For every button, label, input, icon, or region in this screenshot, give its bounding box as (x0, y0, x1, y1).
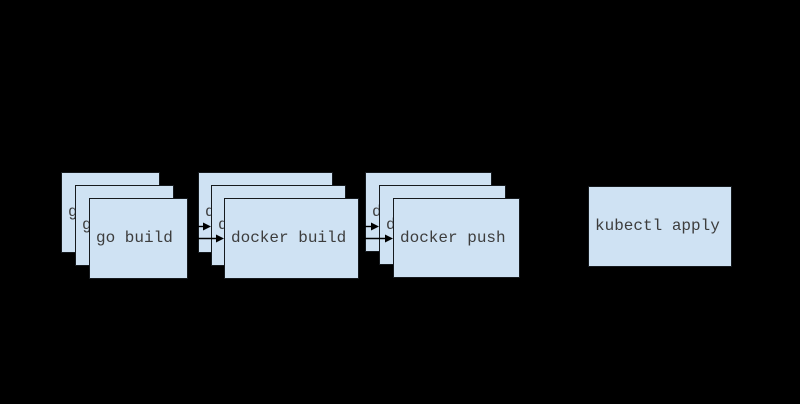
docker-build-box-front: docker build (224, 198, 359, 279)
go-build-box-front: go build (89, 198, 188, 279)
kubectl-apply-box: kubectl apply (588, 186, 732, 267)
go-build-box-front-label: go build (96, 229, 173, 247)
docker-build-box-front-label: docker build (231, 229, 347, 247)
docker-push-box-front: docker push (393, 198, 520, 278)
docker-push-box-front-label: docker push (400, 228, 506, 247)
kubectl-apply-box-label: kubectl apply (595, 217, 720, 235)
